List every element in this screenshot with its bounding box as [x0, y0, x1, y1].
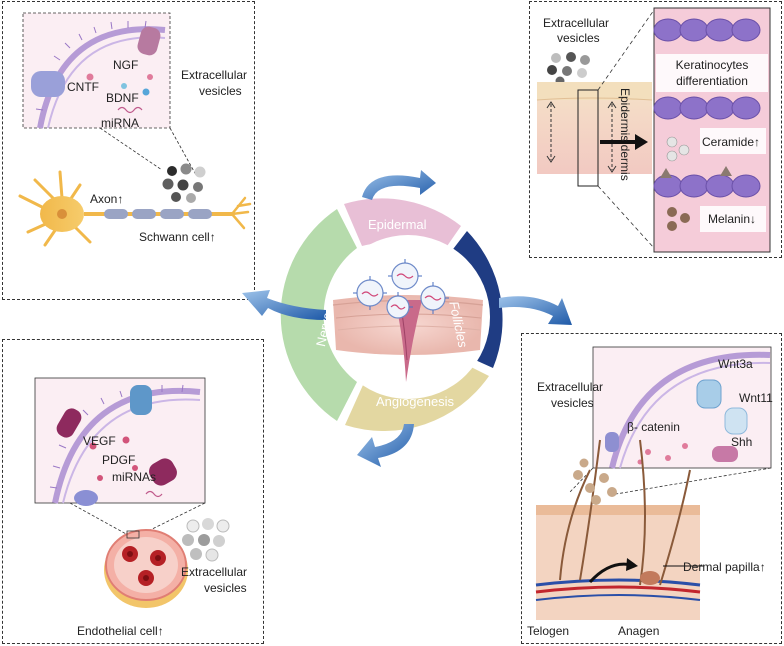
nerve-cargo-cntf: CNTF: [67, 80, 99, 94]
signal-wnt11: Wnt11: [739, 391, 773, 405]
nerve-ev-label-1: Extracellular: [181, 68, 248, 82]
endothelial-cell-label: Endothelial cell↑: [77, 624, 164, 638]
keratinocytes-label-1: Keratinocytes: [675, 58, 749, 72]
neuron: [18, 170, 252, 247]
angio-cargo-pdgf: PDGF: [102, 453, 136, 467]
skin-cross-section: [536, 9, 655, 249]
keratinocytes-label-2: differentiation: [676, 74, 748, 88]
follicle-ev-label-1: Extracellular: [537, 380, 604, 394]
dermal-papilla-label: Dermal papilla↑: [683, 560, 766, 574]
nerve-cargo-ngf: NGF: [113, 58, 139, 72]
epidermal-ev-cluster: [547, 52, 590, 86]
axon-label: Axon↑: [90, 192, 124, 206]
keratinocyte-zoom: [653, 7, 771, 253]
nerve-panel: [2, 1, 255, 300]
nerve-vesicle-zoom: [22, 12, 197, 176]
follicle-ev-label-2: vesicles: [551, 396, 594, 410]
epidermal-ev-label-1: Extracellular: [543, 16, 610, 30]
angiogenesis-panel: [2, 339, 264, 644]
hair-follicle-block: [535, 439, 704, 620]
blood-vessel: [104, 529, 188, 608]
signal-beta-catenin: β- catenin: [627, 420, 680, 434]
anagen-label: Anagen: [618, 624, 660, 638]
curved-arrows: [242, 170, 572, 467]
follicle-panel: [521, 333, 782, 644]
follicle-vesicle-zoom: [569, 346, 772, 496]
epidermal-panel: [529, 1, 782, 258]
angio-vesicle-zoom: [34, 377, 206, 536]
angio-cargo-vegf: VEGF: [83, 434, 116, 448]
segment-label-epidermal: Epidermal: [368, 217, 427, 232]
angio-ev-cluster: [182, 518, 230, 562]
nerve-ev-label-2: vesicles: [199, 84, 242, 98]
nerve-ev-cluster: [162, 163, 206, 203]
signal-shh: Shh: [731, 435, 753, 449]
angio-cargo-mirnas: miRNAs: [112, 470, 156, 484]
center-ring: [280, 198, 503, 432]
epidermal-ev-label-2: vesicles: [557, 31, 600, 45]
epidermis-dermis-label: Epidermis dermis: [618, 88, 632, 181]
signal-wnt3a: Wnt3a: [718, 357, 753, 371]
nerve-cargo-bdnf: BDNF: [106, 91, 139, 105]
nerve-cargo-mirna: miRNA: [101, 116, 139, 130]
segment-label-angiogenesis: Angiogenesis: [376, 394, 455, 409]
ceramide-label: Ceramide↑: [702, 135, 761, 149]
angio-ev-label-1: Extracellular: [181, 565, 248, 579]
telogen-label: Telogen: [527, 624, 570, 638]
schwann-cell-label: Schwann cell↑: [139, 230, 216, 244]
melanin-label: Melanin↓: [708, 212, 757, 226]
angio-ev-label-2: vesicles: [204, 581, 247, 595]
